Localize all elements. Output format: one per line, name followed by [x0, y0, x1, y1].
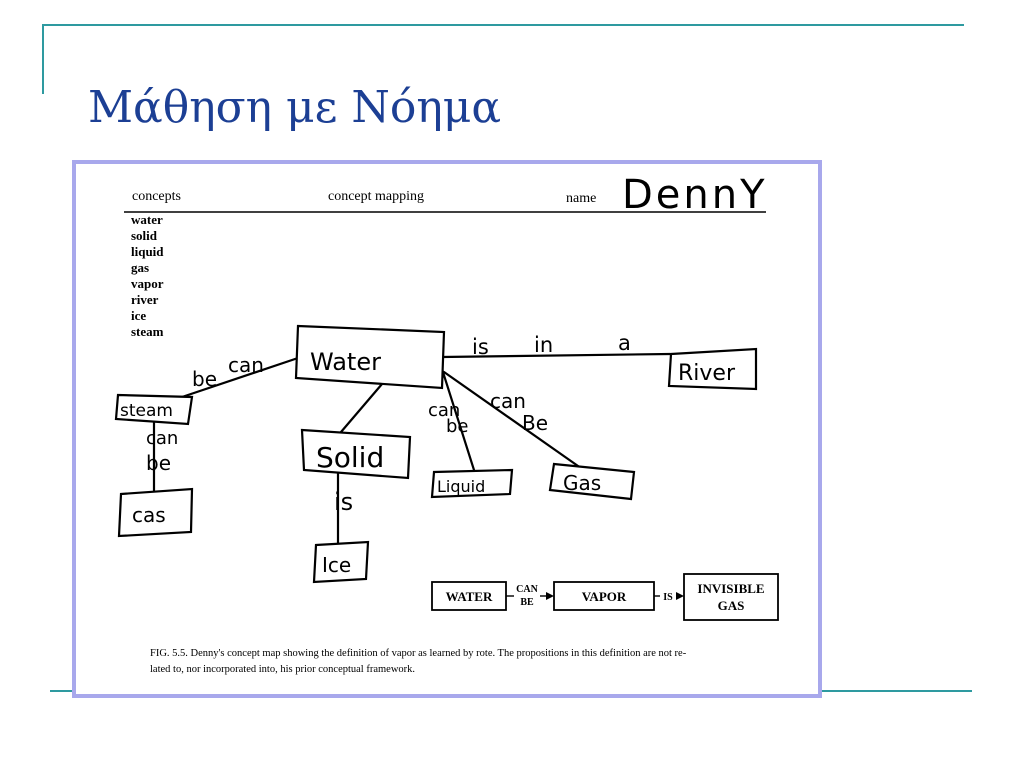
- node-box-ice: [312, 540, 370, 584]
- rote-invisible-label: INVISIBLE: [697, 581, 764, 596]
- link-water-liquid: [440, 367, 476, 472]
- header-concepts: concepts: [132, 189, 181, 204]
- figure-frame: concepts concept mapping name DennY wate…: [72, 160, 822, 698]
- header-concept-mapping: concept mapping: [328, 189, 424, 204]
- header-name-label: name: [566, 191, 596, 206]
- map-labels: Water River steam Solid Liquid Gas cas I…: [120, 331, 736, 577]
- node-box-water: [294, 324, 446, 390]
- arrow-head: [676, 592, 684, 600]
- concept-item: water: [131, 212, 163, 227]
- node-river: River: [678, 361, 736, 386]
- concept-list: water solid liquid gas vapor river ice s…: [131, 212, 164, 339]
- node-cas: cas: [132, 503, 166, 527]
- concept-item: liquid: [131, 244, 164, 259]
- node-box-solid: [300, 428, 412, 480]
- rote-water-label: WATER: [446, 589, 493, 604]
- link-label: be: [192, 367, 217, 391]
- link-water-gas: [442, 370, 580, 468]
- top-rule: [44, 24, 964, 26]
- concept-item: steam: [131, 324, 164, 339]
- node-water: Water: [310, 348, 381, 376]
- node-box-steam: [114, 393, 194, 426]
- rote-box-invisible-gas: [683, 573, 779, 621]
- student-name: DennY: [622, 172, 768, 218]
- concept-item: vapor: [131, 276, 164, 291]
- concept-item: gas: [131, 260, 149, 275]
- node-box-cas: [117, 487, 194, 538]
- link-label: be: [146, 451, 171, 475]
- link-label: is: [334, 488, 353, 516]
- link-label: Be: [522, 411, 548, 435]
- node-box-gas: [548, 462, 636, 501]
- node-liquid: Liquid: [437, 477, 485, 496]
- link-label: can: [428, 400, 460, 421]
- node-box-river: [667, 347, 758, 391]
- link-water-steam: [180, 356, 300, 399]
- node-gas: Gas: [563, 471, 601, 495]
- map-links: [152, 352, 672, 546]
- node-steam: steam: [120, 401, 173, 421]
- arrow-head: [546, 592, 554, 600]
- rote-is-label: IS: [663, 592, 673, 603]
- left-rule: [42, 24, 44, 94]
- link-label: in: [534, 333, 553, 357]
- link-label: can: [490, 389, 526, 413]
- link-water-solid: [339, 382, 384, 434]
- node-ice: Ice: [322, 553, 351, 577]
- rote-vapor-label: VAPOR: [582, 589, 627, 604]
- rote-be-label: BE: [520, 597, 534, 608]
- link-water-river: [440, 352, 672, 359]
- concept-item: solid: [131, 228, 158, 243]
- map-nodes: [114, 324, 758, 584]
- link-label: is: [472, 335, 489, 359]
- link-label: can: [146, 428, 178, 449]
- rote-gas-label: GAS: [718, 598, 745, 613]
- node-box-liquid: [430, 468, 514, 499]
- link-label: can: [228, 353, 264, 377]
- concept-item: ice: [131, 308, 146, 323]
- caption-line-1: FIG. 5.5. Denny's concept map showing th…: [150, 648, 687, 659]
- concept-map-figure: concepts concept mapping name DennY wate…: [114, 172, 779, 675]
- link-label: be: [446, 416, 469, 437]
- slide-title: Μάθηση με Νόημα: [88, 82, 502, 133]
- rote-can-label: CAN: [516, 584, 538, 595]
- concept-item: river: [131, 292, 159, 307]
- node-solid: Solid: [316, 441, 384, 474]
- rote-definition: WATER CAN BE VAPOR IS INVISIBLE GAS: [431, 573, 779, 621]
- caption-line-2: lated to, nor incorporated into, his pri…: [150, 664, 415, 675]
- link-label: a: [618, 331, 631, 355]
